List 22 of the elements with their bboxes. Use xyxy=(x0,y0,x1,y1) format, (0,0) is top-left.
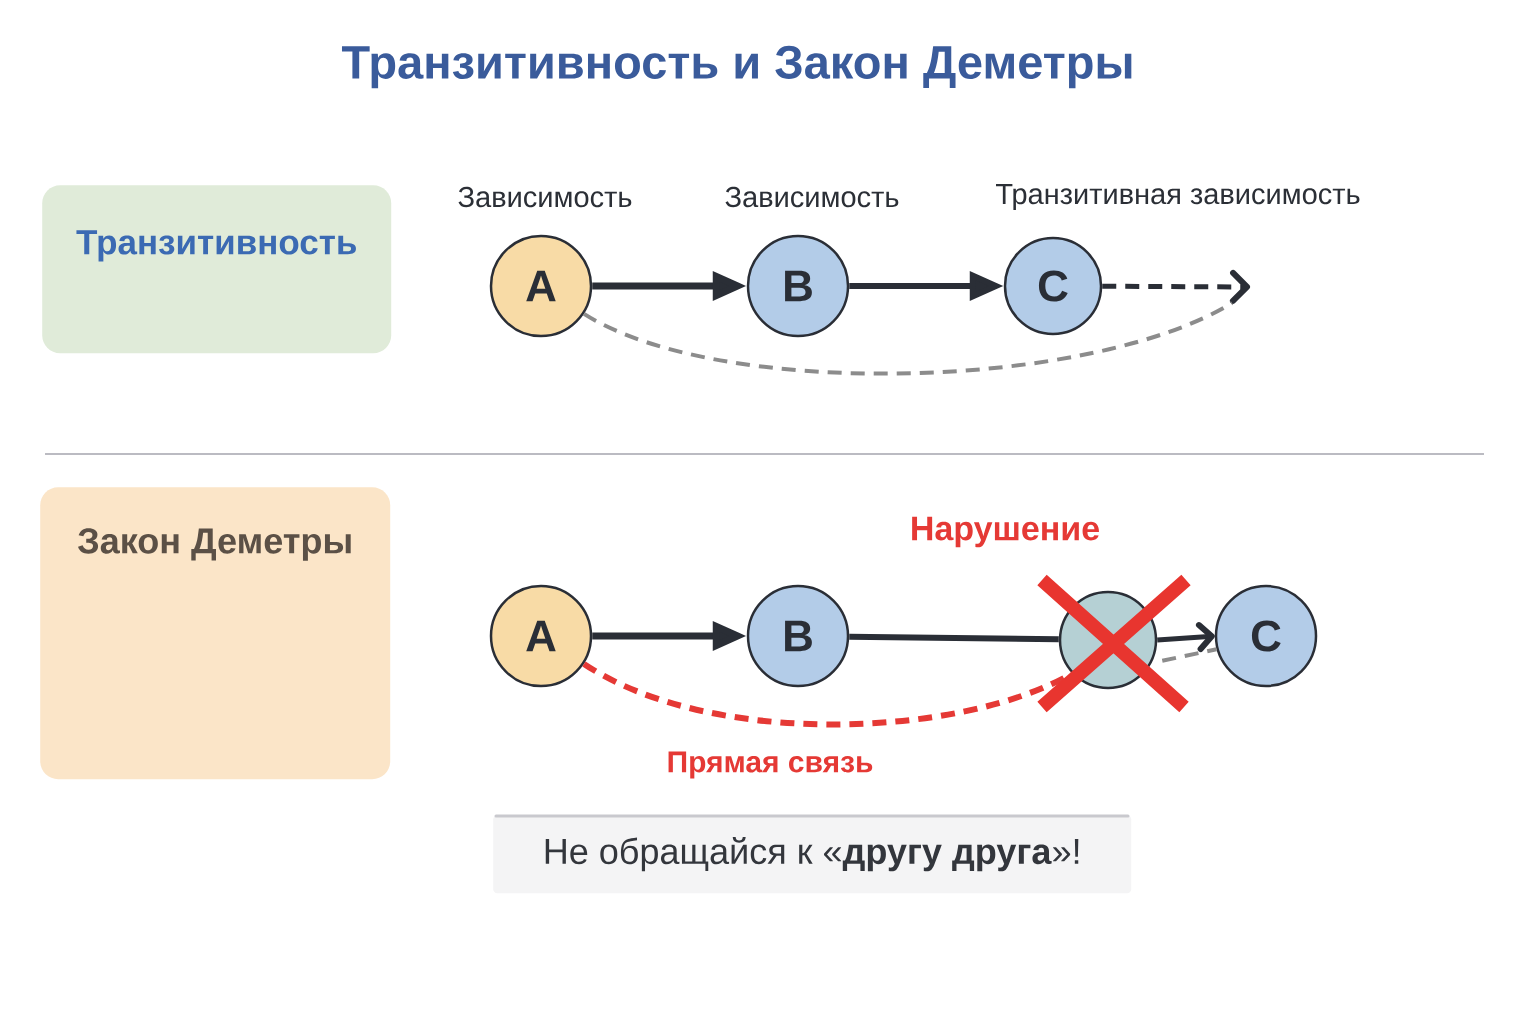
circle-node: A xyxy=(489,584,593,688)
arrow xyxy=(1157,622,1215,652)
connector-line xyxy=(849,633,1059,643)
node-label: Транзитивная зависимость xyxy=(996,184,1360,210)
circle-node: B xyxy=(746,234,850,338)
dashed-connector-line xyxy=(1161,647,1217,663)
dashed-connector-line xyxy=(583,301,1233,376)
title: Транзитивность и Закон Деметры xyxy=(342,45,1132,89)
circle-node: A xyxy=(489,234,593,338)
circle-node: B xyxy=(746,584,850,688)
section-panel: Транзитивность xyxy=(42,185,392,354)
circle-node: C xyxy=(1214,584,1318,688)
dashed-arrow xyxy=(1102,269,1250,304)
node-label: Зависимость xyxy=(458,186,632,208)
circle-node xyxy=(1058,590,1158,690)
circle-node: C xyxy=(1003,236,1103,336)
dashed-connector-line xyxy=(582,661,1074,728)
section-panel: Закон Деметры xyxy=(40,487,391,780)
warning-text: Нарушение xyxy=(912,516,1099,548)
note-box: Не обращайся к «другу друга»! xyxy=(493,814,1132,894)
edge-label: Прямая связь xyxy=(664,749,876,781)
node-label: Зависимость xyxy=(725,186,899,208)
